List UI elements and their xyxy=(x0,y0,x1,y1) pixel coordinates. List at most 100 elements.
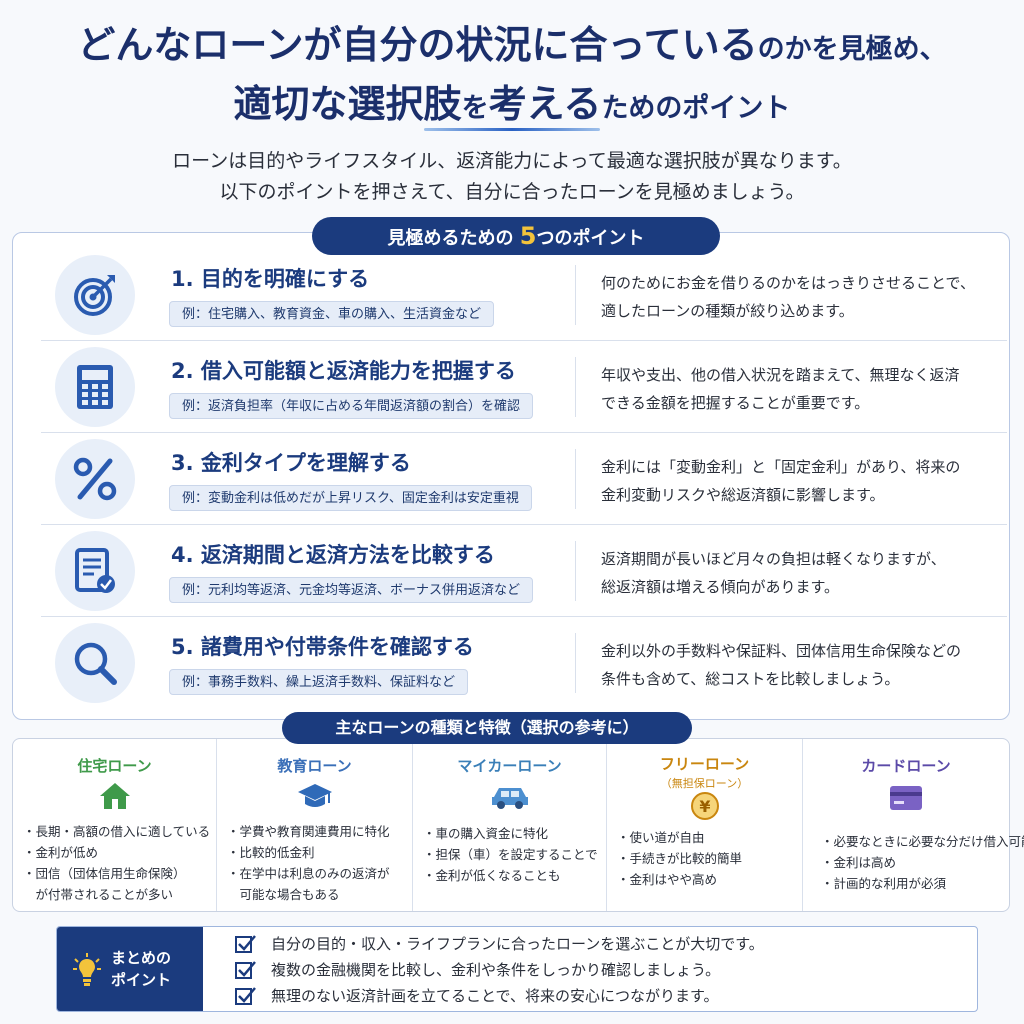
summary-text: 無理のない返済計画を立てることで、将来の安心につながります。 xyxy=(271,987,719,1005)
loan-type-name: カードローン xyxy=(861,757,951,775)
summary-item: 自分の目的・収入・ライフプランに合ったローンを選ぶことが大切です。 xyxy=(235,931,764,957)
loan-type-features: 使い道が自由 手続きが比較的簡単 金利はやや高め xyxy=(617,827,743,890)
pill-number: 5 xyxy=(519,222,537,250)
divider xyxy=(575,541,576,601)
summary-label-line: ポイント xyxy=(111,971,172,989)
summary-text: 複数の金融機関を比較し、金利や条件をしっかり確認しましょう。 xyxy=(271,961,721,979)
document-check-icon xyxy=(55,531,135,611)
divider xyxy=(575,633,576,693)
title-underline xyxy=(424,128,600,131)
point-description: 金利以外の手数料や保証料、団体信用生命保険などの 条件も含めて、総コストを比較し… xyxy=(601,637,1001,693)
intro-text: ローンは目的やライフスタイル、返済能力によって最適な選択肢が異なります。 以下の… xyxy=(0,146,1024,208)
checkbox-check-icon xyxy=(235,987,256,1005)
divider xyxy=(575,265,576,325)
points-section-heading: 見極めるための 5つのポイント xyxy=(312,217,720,255)
lightbulb-icon xyxy=(73,953,101,986)
desc-line: 金利変動リスクや総返済額に影響します。 xyxy=(601,486,885,504)
divider xyxy=(575,357,576,417)
desc-line: 条件も含めて、総コストを比較しましょう。 xyxy=(601,670,900,688)
credit-card-icon xyxy=(889,785,923,815)
feature-item: 担保（車）を設定することで xyxy=(423,844,598,865)
point-row-4: 4. 返済期間と返済方法を比較する 例：元利均等返済、元金均等返済、ボーナス併用… xyxy=(41,525,1007,617)
desc-line: 年収や支出、他の借入状況を踏まえて、無理なく返済 xyxy=(601,366,960,384)
loan-type-car: マイカーローン 車の購入資金に特化 担保（車）を設定することで 金利が低くなるこ… xyxy=(413,739,607,911)
desc-line: 適したローンの種類が絞り込めます。 xyxy=(601,302,854,320)
loan-type-subtitle: （無担保ローン） xyxy=(660,777,749,790)
loan-type-features: 車の購入資金に特化 担保（車）を設定することで 金利が低くなることも xyxy=(423,823,598,886)
loan-type-name: 住宅ローン xyxy=(77,757,152,775)
feature-item: 団信（団体信用生命保険） xyxy=(23,863,210,884)
loan-type-free: フリーローン （無担保ローン） ¥ 使い道が自由 手続きが比較的簡単 金利はやや… xyxy=(607,739,803,911)
summary-text: 自分の目的・収入・ライフプランに合ったローンを選ぶことが大切です。 xyxy=(271,935,764,953)
point-title: 1. 目的を明確にする xyxy=(171,267,370,291)
desc-line: 金利以外の手数料や保証料、団体信用生命保険などの xyxy=(601,642,962,660)
point-title: 3. 金利タイプを理解する xyxy=(171,451,411,475)
feature-item: 計画的な利用が必須 xyxy=(821,873,1024,894)
feature-item: 在学中は利息のみの返済が xyxy=(227,863,390,884)
magnifier-icon xyxy=(55,623,135,703)
loan-types-heading: 主なローンの種類と特徴（選択の参考に） xyxy=(282,712,692,744)
summary-item: 複数の金融機関を比較し、金利や条件をしっかり確認しましょう。 xyxy=(235,957,764,983)
points-box: 1. 目的を明確にする 例：住宅購入、教育資金、車の購入、生活資金など 何のため… xyxy=(12,232,1010,720)
title-line2-b: を xyxy=(461,93,489,124)
loan-type-education: 教育ローン 学費や教育関連費用に特化 比較的低金利 在学中は利息のみの返済が 可… xyxy=(217,739,413,911)
intro-line2: 以下のポイントを押さえて、自分に合ったローンを見極めましょう。 xyxy=(219,181,805,203)
loan-type-features: 長期・高額の借入に適している 金利が低め 団信（団体信用生命保険） が付帯される… xyxy=(23,821,211,905)
point-example: 例：事務手数料、繰上返済手数料、保証料など xyxy=(169,669,469,695)
svg-text:¥: ¥ xyxy=(699,797,710,816)
loan-type-name: フリーローン xyxy=(659,755,750,773)
checkbox-check-icon xyxy=(235,961,256,979)
point-example: 例：元利均等返済、元金均等返済、ボーナス併用返済など xyxy=(169,577,534,603)
summary-label-line: まとめの xyxy=(111,949,172,967)
point-row-5: 5. 諸費用や付帯条件を確認する 例：事務手数料、繰上返済手数料、保証料など 金… xyxy=(41,617,1007,709)
checkbox-check-icon xyxy=(235,935,256,953)
target-icon xyxy=(55,255,135,335)
feature-item: 学費や教育関連費用に特化 xyxy=(227,821,390,842)
calculator-icon xyxy=(55,347,135,427)
point-row-3: 3. 金利タイプを理解する 例：変動金利は低めだが上昇リスク、固定金利は安定重視… xyxy=(41,433,1007,525)
desc-line: できる金額を把握することが重要です。 xyxy=(601,394,870,412)
feature-item: 長期・高額の借入に適している xyxy=(23,821,211,842)
loan-types-box: 住宅ローン 長期・高額の借入に適している 金利が低め 団信（団体信用生命保険） … xyxy=(12,738,1024,912)
intro-line1: ローンは目的やライフスタイル、返済能力によって最適な選択肢が異なります。 xyxy=(172,150,852,172)
title-line2-d: ためのポイント xyxy=(601,93,791,124)
feature-item: が付帯されることが多い xyxy=(35,887,174,902)
desc-line: 返済期間が長いほど月々の負担は軽くなりますが、 xyxy=(601,550,946,568)
pill-text: つのポイント xyxy=(536,228,645,249)
title-line1-main: どんなローンが自分の状況に合っている xyxy=(77,23,758,67)
point-title: 5. 諸費用や付帯条件を確認する xyxy=(171,635,474,659)
feature-item: 金利が低くなることも xyxy=(423,865,598,886)
point-title: 2. 借入可能額と返済能力を把握する xyxy=(171,359,516,383)
point-description: 返済期間が長いほど月々の負担は軽くなりますが、 総返済額は増える傾向があります。 xyxy=(601,545,1001,601)
house-icon xyxy=(98,781,132,815)
feature-item: 金利が低め xyxy=(23,842,210,863)
summary-label: まとめの ポイント xyxy=(57,927,203,1011)
feature-item: 車の購入資金に特化 xyxy=(423,823,598,844)
loan-type-features: 必要なときに必要な分だけ借入可能 金利は高め 計画的な利用が必須 xyxy=(821,831,1024,894)
loan-type-housing: 住宅ローン 長期・高額の借入に適している 金利が低め 団信（団体信用生命保険） … xyxy=(13,739,217,911)
loan-type-name: マイカーローン xyxy=(457,757,562,775)
point-description: 金利には「変動金利」と「固定金利」があり、将来の 金利変動リスクや総返済額に影響… xyxy=(601,453,1001,509)
yen-coin-icon: ¥ xyxy=(690,791,720,825)
title-line1-small: のかを見極め、 xyxy=(757,34,947,65)
feature-item: 金利はやや高め xyxy=(617,869,742,890)
title-line2-c: 考える xyxy=(488,82,602,126)
summary-item: 無理のない返済計画を立てることで、将来の安心につながります。 xyxy=(235,983,764,1009)
point-row-2: 2. 借入可能額と返済能力を把握する 例：返済負担率（年収に占める年間返済額の割… xyxy=(41,341,1007,433)
loan-type-features: 学費や教育関連費用に特化 比較的低金利 在学中は利息のみの返済が 可能な場合もあ… xyxy=(227,821,390,905)
desc-line: 何のためにお金を借りるのかをはっきりさせることで、 xyxy=(601,274,975,292)
desc-line: 総返済額は増える傾向があります。 xyxy=(601,578,840,596)
feature-item: 可能な場合もある xyxy=(239,887,340,902)
point-example: 例：返済負担率（年収に占める年間返済額の割合）を確認 xyxy=(169,393,534,419)
point-example: 例：住宅購入、教育資金、車の購入、生活資金など xyxy=(169,301,495,327)
point-title: 4. 返済期間と返済方法を比較する xyxy=(171,543,495,567)
loan-type-name: 教育ローン xyxy=(277,757,352,775)
feature-item: 手続きが比較的簡単 xyxy=(617,848,743,869)
point-example: 例：変動金利は低めだが上昇リスク、固定金利は安定重視 xyxy=(169,485,532,511)
feature-item: 金利は高め xyxy=(821,852,1024,873)
divider xyxy=(575,449,576,509)
loan-type-card: カードローン 必要なときに必要な分だけ借入可能 金利は高め 計画的な利用が必須 xyxy=(803,739,1024,911)
summary-list: 自分の目的・収入・ライフプランに合ったローンを選ぶことが大切です。 複数の金融機… xyxy=(235,931,764,1009)
point-row-1: 1. 目的を明確にする 例：住宅購入、教育資金、車の購入、生活資金など 何のため… xyxy=(41,249,1007,341)
car-icon xyxy=(490,783,530,815)
